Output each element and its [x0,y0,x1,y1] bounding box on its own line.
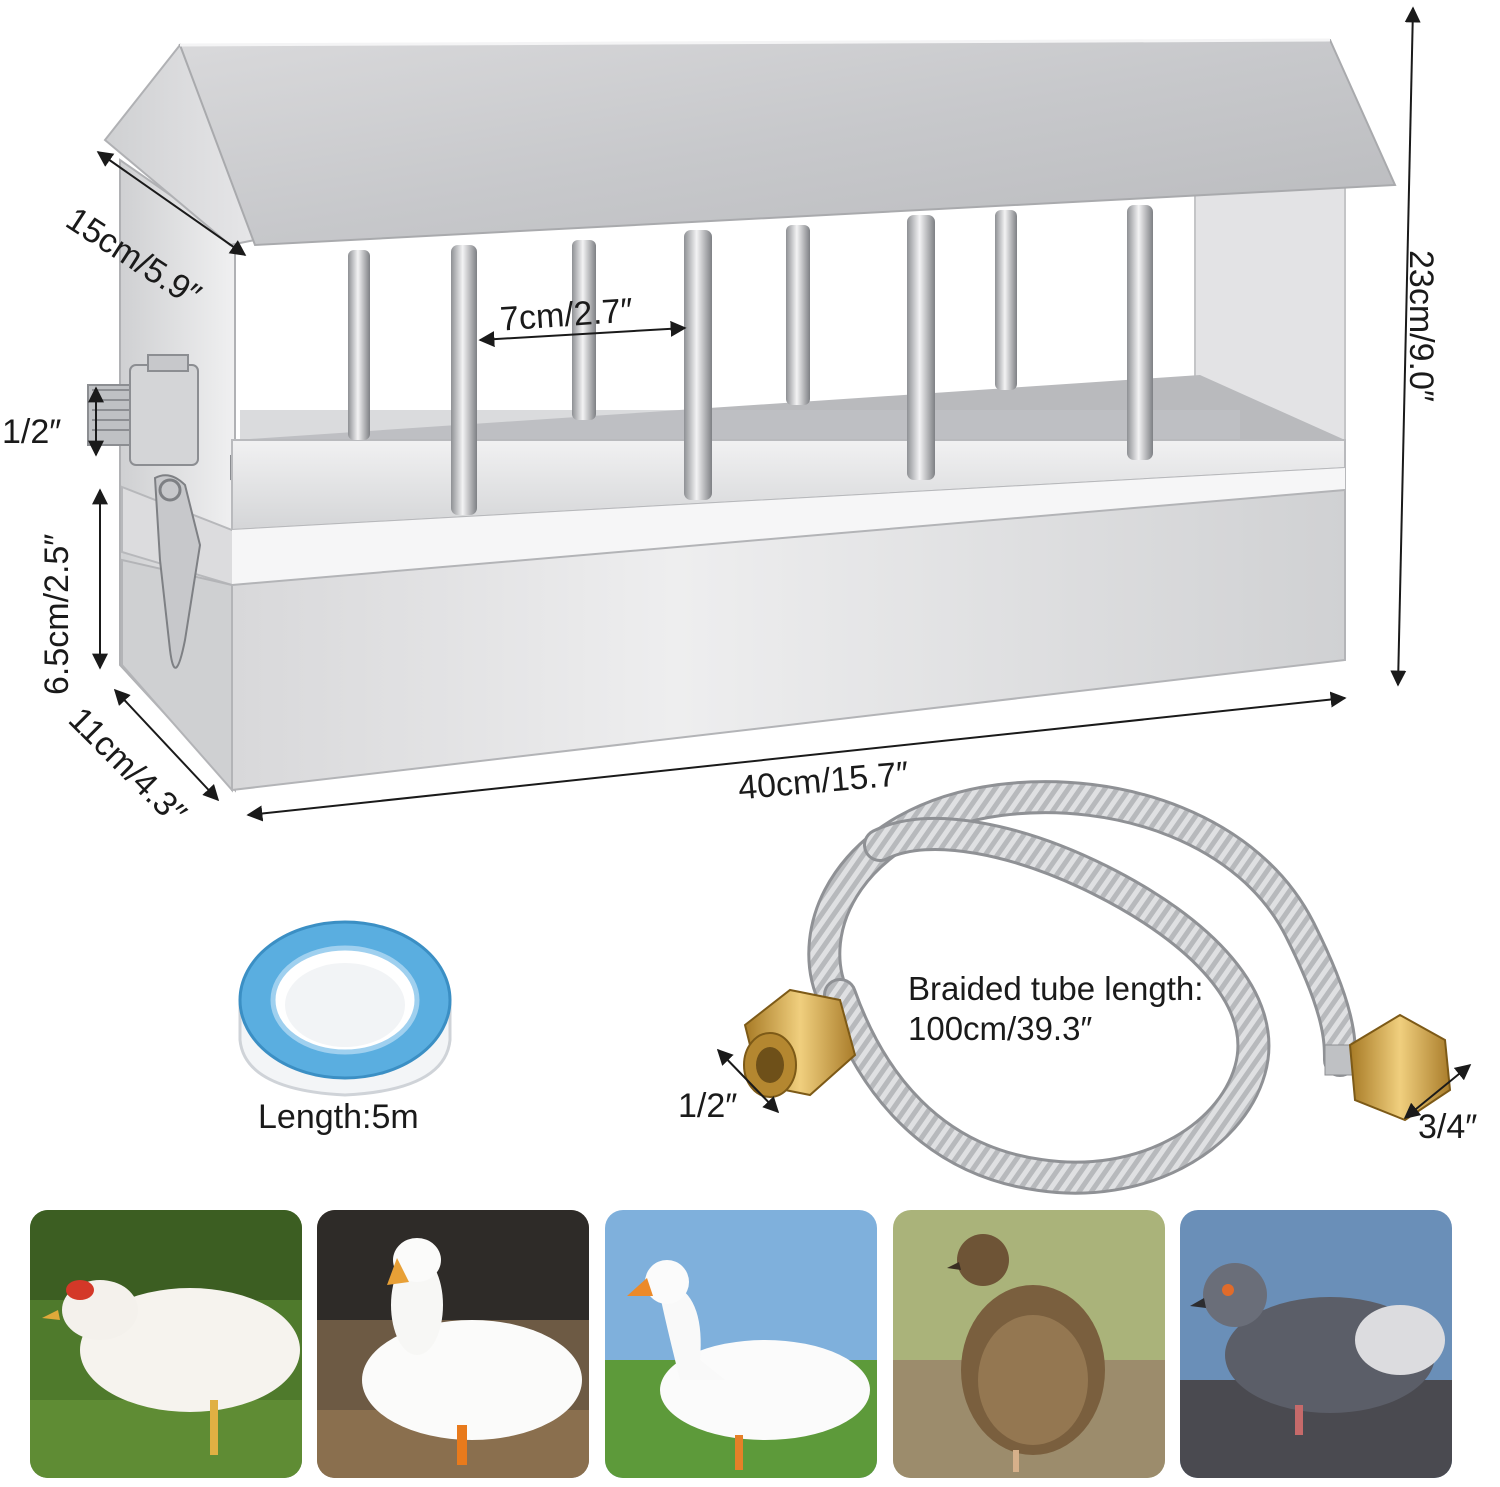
bar [451,245,477,515]
bar [348,250,370,440]
height-label: 23cm/9.0″ [1402,250,1440,402]
braided-hose [743,780,1452,1195]
chicken-photo [30,1210,302,1478]
tube-left-fitting-label: 1/2″ [678,1087,738,1125]
latch [153,474,202,669]
bar [907,215,935,480]
tube-length-label-line1: Braided tube length: [908,970,1204,1007]
inlet-label: 1/2″ [2,413,62,451]
tube-length-label-line2: 100cm/39.3″ [908,1010,1093,1047]
brass-nut-left [743,988,857,1098]
bar [1127,205,1153,460]
goose-photo [605,1210,877,1478]
inlet-fitting [87,354,199,466]
bar [684,230,712,500]
quail-photo [893,1210,1165,1478]
bar [786,225,810,405]
pigeon-photo [1180,1210,1452,1478]
bar [995,210,1017,390]
ptfe-tape [238,920,452,1097]
duck-photo [317,1210,589,1478]
tube-right-fitting-label: 3/4″ [1418,1108,1478,1146]
tape-length-label: Length:5m [258,1098,419,1136]
trough-height-label: 6.5cm/2.5″ [38,533,76,695]
